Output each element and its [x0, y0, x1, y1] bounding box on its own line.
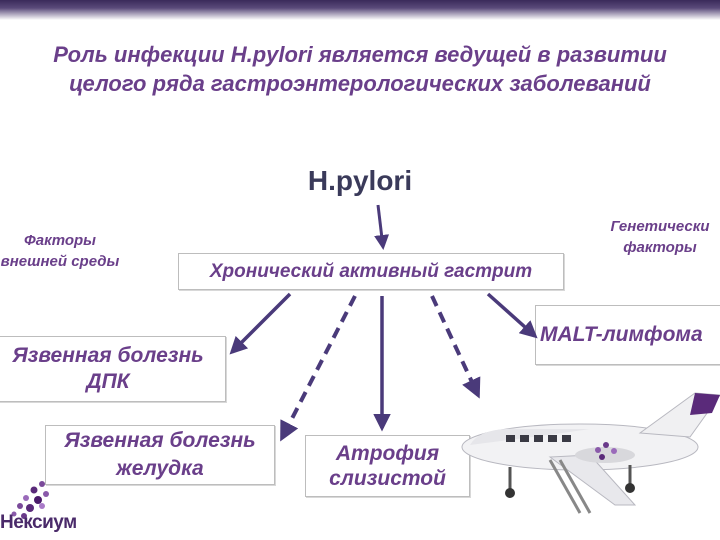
arrow-hpylori-to-gastritis: [374, 204, 390, 250]
duodenal-ulcer-line1: Язвенная болезнь: [12, 344, 204, 367]
slide-title: Роль инфекции H.pylori является ведущей …: [53, 42, 667, 96]
chronic-gastritis-label: Хронический активный гастрит: [209, 260, 533, 282]
genetic-factors-line2: факторы: [623, 239, 697, 256]
arrow-gastritis-to-gastric-ulcer: [280, 295, 357, 442]
gastric-ulcer-line1: Язвенная болезнь: [64, 429, 256, 452]
mucosal-atrophy-line2: слизистой: [329, 467, 446, 490]
duodenal-ulcer-box: Язвенная болезнь ДПК: [0, 336, 226, 402]
malt-lymphoma-label: MALT-лимфома: [540, 323, 703, 346]
mucosal-atrophy-line1: Атрофия: [335, 442, 440, 465]
h-pylori-node: H.pylori: [307, 165, 413, 196]
environmental-factors-label: Факторы внешней среды: [0, 230, 125, 272]
environmental-factors-line1: Факторы: [24, 232, 96, 249]
gastric-ulcer-line2: желудка: [116, 457, 204, 480]
chronic-gastritis-box: Хронический активный гастрит: [178, 253, 564, 290]
duodenal-ulcer-line2: ДПК: [86, 370, 130, 393]
genetic-factors-line1: Генетически: [610, 218, 710, 235]
environmental-factors-line2: внешней среды: [0, 253, 120, 270]
nexium-logo-text: Нексиум: [0, 512, 77, 533]
malt-lymphoma-box: MALT-лимфома: [535, 305, 720, 365]
arrow-gastritis-to-duodenal-ulcer: [229, 292, 292, 355]
mucosal-atrophy-box: Атрофия слизистой: [305, 435, 470, 497]
arrow-gastritis-to-cancer: [430, 295, 481, 399]
airplane-image: [461, 392, 720, 514]
top-decorative-bar: [0, 0, 720, 20]
gastric-ulcer-box: Язвенная болезнь желудка: [45, 425, 275, 485]
nexium-logo-mark: [11, 481, 49, 519]
genetic-factors-label: Генетически факторы: [590, 216, 720, 258]
arrow-gastritis-to-malt: [486, 292, 538, 339]
